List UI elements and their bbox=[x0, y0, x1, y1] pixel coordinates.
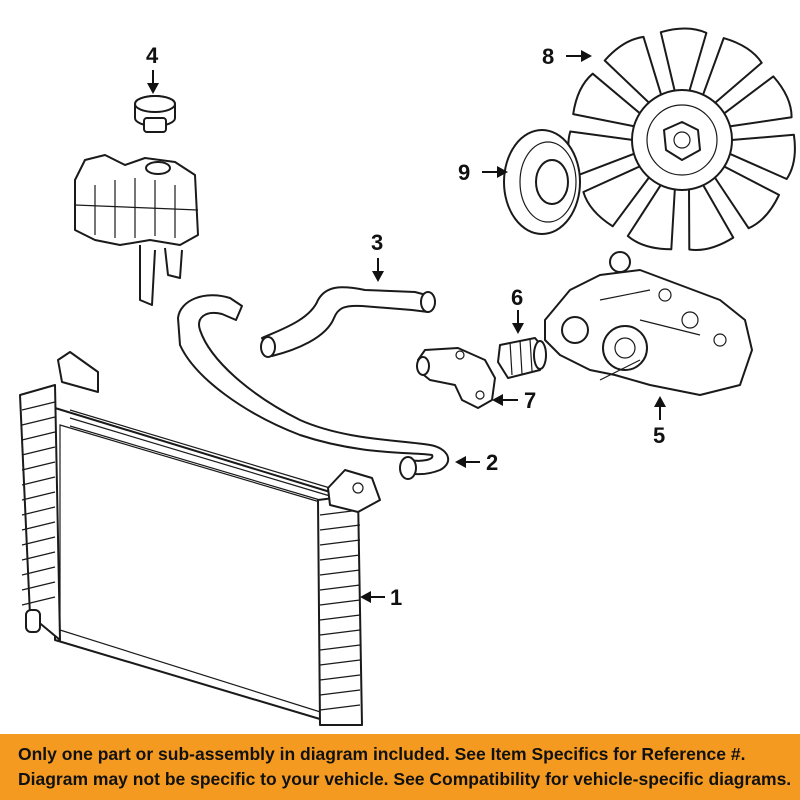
radiator-part bbox=[19, 351, 381, 726]
fan-blade bbox=[701, 37, 763, 106]
fan-blade bbox=[727, 133, 796, 180]
callout-7: 7 bbox=[524, 388, 536, 413]
callout-2: 2 bbox=[486, 450, 498, 475]
reservoir-cap-part bbox=[134, 95, 176, 133]
fan-blade bbox=[721, 75, 793, 128]
callout-1: 1 bbox=[390, 585, 402, 610]
cooling-fan-part bbox=[567, 27, 796, 251]
thermostat-part bbox=[497, 337, 547, 379]
callout-8: 8 bbox=[542, 44, 554, 69]
fan-blade bbox=[582, 164, 652, 228]
callout-4: 4 bbox=[146, 43, 159, 68]
fan-blade bbox=[603, 35, 663, 106]
disclaimer-line-1: Only one part or sub-assembly in diagram… bbox=[18, 744, 746, 764]
water-pump-part bbox=[544, 251, 753, 396]
fan-blade bbox=[626, 181, 676, 251]
coolant-reservoir-part bbox=[74, 154, 199, 306]
thermostat-housing-part bbox=[416, 347, 496, 409]
fan-blade bbox=[688, 181, 735, 251]
fan-blade bbox=[572, 72, 643, 128]
fan-blade bbox=[712, 164, 780, 230]
fan-blade bbox=[659, 27, 708, 95]
upper-hose-part bbox=[261, 286, 431, 357]
callout-arrows bbox=[147, 50, 666, 603]
fan-clutch-part bbox=[503, 129, 581, 235]
callout-9: 9 bbox=[458, 160, 470, 185]
callout-5: 5 bbox=[653, 423, 665, 448]
disclaimer-banner: Only one part or sub-assembly in diagram… bbox=[0, 734, 800, 800]
callout-3: 3 bbox=[371, 230, 383, 255]
callout-6: 6 bbox=[511, 285, 523, 310]
disclaimer-line-2: Diagram may not be specific to your vehi… bbox=[18, 769, 792, 789]
lower-hose-part bbox=[177, 294, 450, 476]
cooling-system-diagram: 1 2 3 4 5 6 7 8 9 bbox=[19, 27, 796, 726]
